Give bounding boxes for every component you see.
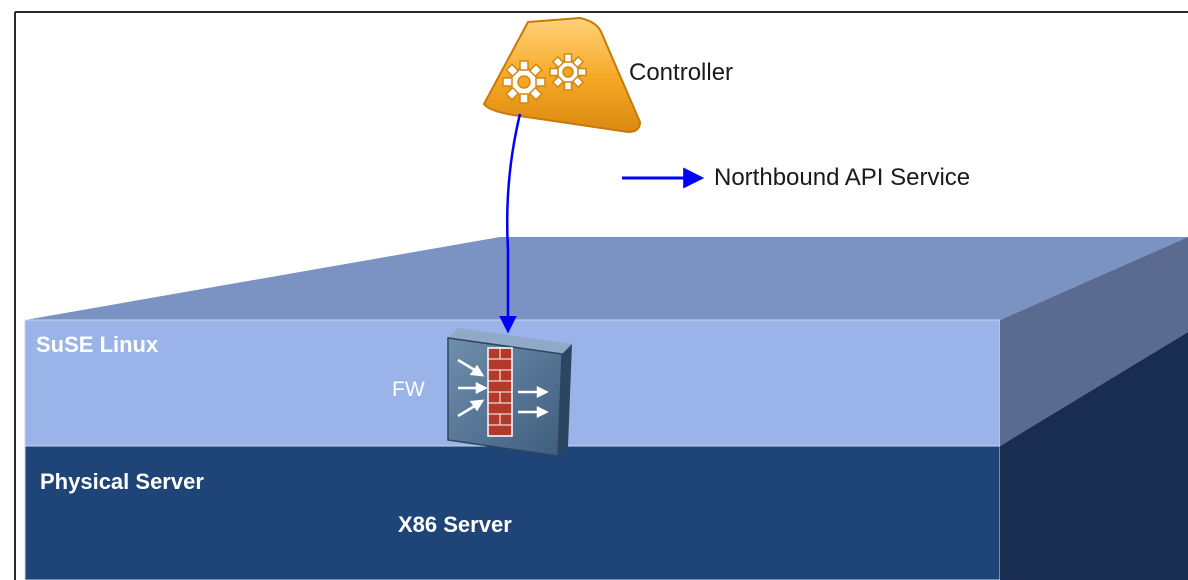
firewall-icon	[447, 328, 572, 457]
os-layer-side	[1000, 237, 1188, 446]
frame	[14, 11, 1188, 580]
os-layer-label: SuSE Linux	[36, 332, 159, 357]
controller-gears-icon	[482, 16, 642, 134]
server-layer-label: Physical Server	[40, 469, 204, 494]
firewall-label: FW	[392, 378, 425, 401]
controller-label: Controller	[629, 59, 733, 86]
server-model-label: X86 Server	[398, 512, 512, 537]
api-connector-arrow	[499, 113, 522, 334]
server-layer-side	[1000, 332, 1188, 580]
server-layer	[24, 445, 1001, 580]
legend-label: Northbound API Service	[714, 164, 970, 191]
box-top-face	[25, 237, 1188, 320]
